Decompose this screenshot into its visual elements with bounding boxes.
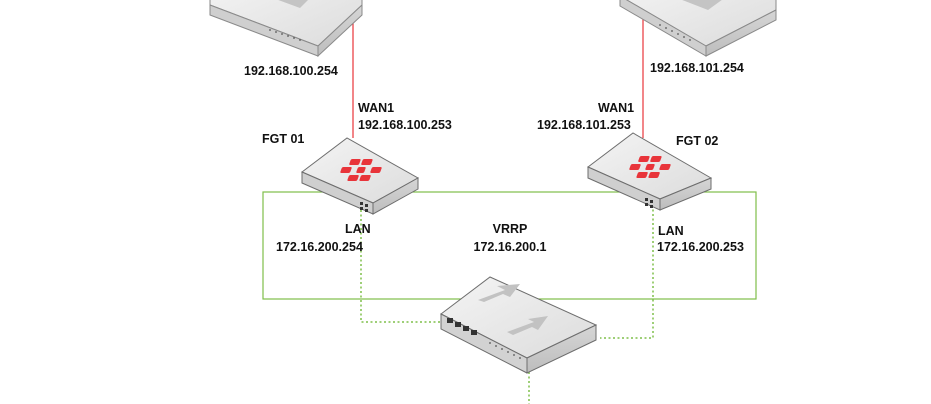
lan-link-fgt01 <box>360 210 442 323</box>
switch-icon <box>440 276 598 374</box>
fgt01-name: FGT 01 <box>262 132 305 146</box>
lan-link-fgt02 <box>600 205 654 339</box>
fortigate-firewall-icon <box>301 137 420 215</box>
router-icon <box>209 0 363 58</box>
fgt01-wan-ip: 192.168.100.253 <box>358 118 452 132</box>
upstream-left-ip: 192.168.100.254 <box>244 64 338 78</box>
fgt02-lan-ip: 172.16.200.253 <box>657 240 744 254</box>
vrrp-virtual-ip: 172.16.200.1 <box>473 240 547 254</box>
fgt01-lan-label: LAN <box>345 222 371 236</box>
fgt02-lan-label: LAN <box>658 224 684 238</box>
fgt01-wan-label: WAN1 <box>358 101 395 115</box>
fgt02-wan-ip: 192.168.101.253 <box>537 118 631 132</box>
upstream-right-ip: 192.168.101.254 <box>650 61 744 75</box>
fgt01-lan-ip: 172.16.200.254 <box>276 240 363 254</box>
fgt02-wan-label: WAN1 <box>598 101 635 115</box>
fgt02-name: FGT 02 <box>676 134 719 148</box>
router-icon <box>619 0 777 57</box>
fortigate-firewall-icon <box>587 132 713 211</box>
vrrp-label: VRRP <box>492 222 528 236</box>
